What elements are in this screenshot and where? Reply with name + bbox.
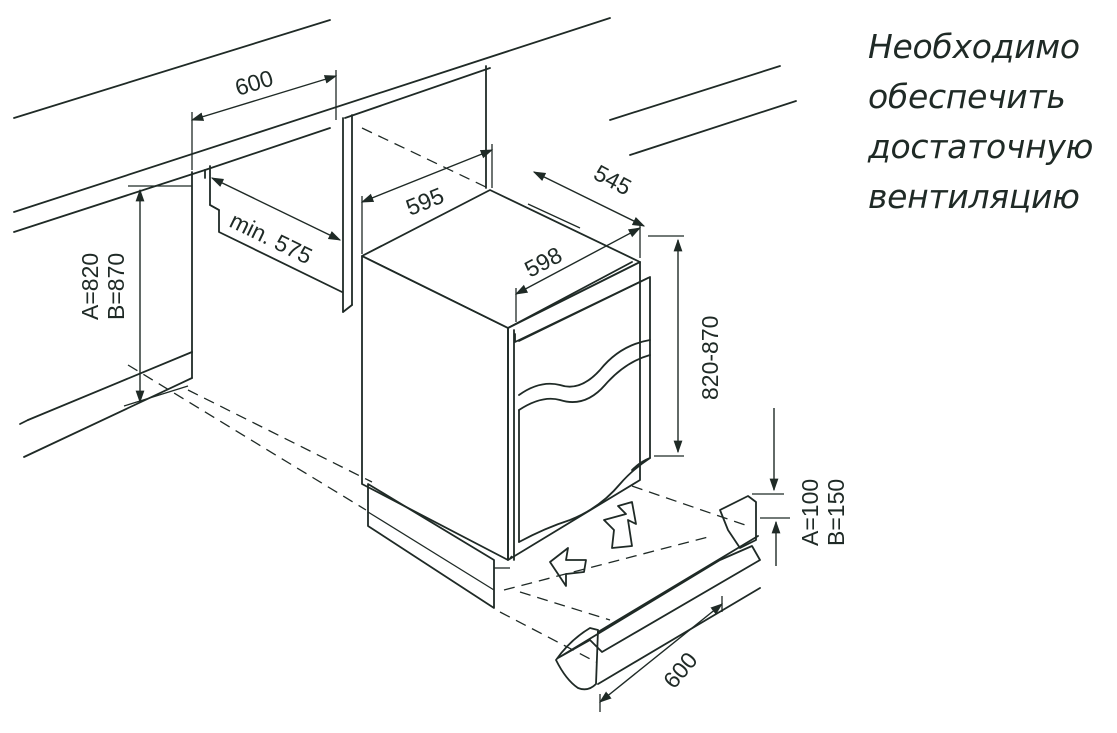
- countertop: [13, 17, 797, 233]
- note-line: обеспечить: [868, 77, 1066, 116]
- right-cabinet-panel: [342, 65, 487, 313]
- dimension-lines: [123, 70, 790, 712]
- ventilation-note: Необходимо обеспечить достаточную вентил…: [868, 22, 1113, 222]
- airflow-arrows: [549, 501, 637, 587]
- plinth-bar: [555, 495, 761, 691]
- dim-plinth-height-b: B=150: [823, 479, 849, 546]
- dim-plinth-width: 600: [658, 647, 703, 693]
- dim-countertop-height-b: B=870: [103, 253, 129, 320]
- dim-appliance-height: 820-870: [697, 316, 723, 400]
- dim-countertop-height-a: A=820: [77, 253, 103, 320]
- note-line: Необходимо: [868, 27, 1080, 66]
- dim-appliance-width: 598: [520, 241, 566, 282]
- appliance-door: [507, 261, 651, 561]
- appliance-body: [361, 189, 641, 609]
- left-cabinet: [19, 171, 193, 458]
- dim-niche-width: 600: [232, 65, 276, 101]
- note-line: достаточную: [868, 127, 1094, 166]
- note-line: вентиляцию: [868, 177, 1080, 216]
- dim-plinth-height-a: A=100: [797, 479, 823, 546]
- dim-niche-depth-min: min. 575: [226, 207, 317, 269]
- dim-top-depth: 545: [590, 159, 636, 200]
